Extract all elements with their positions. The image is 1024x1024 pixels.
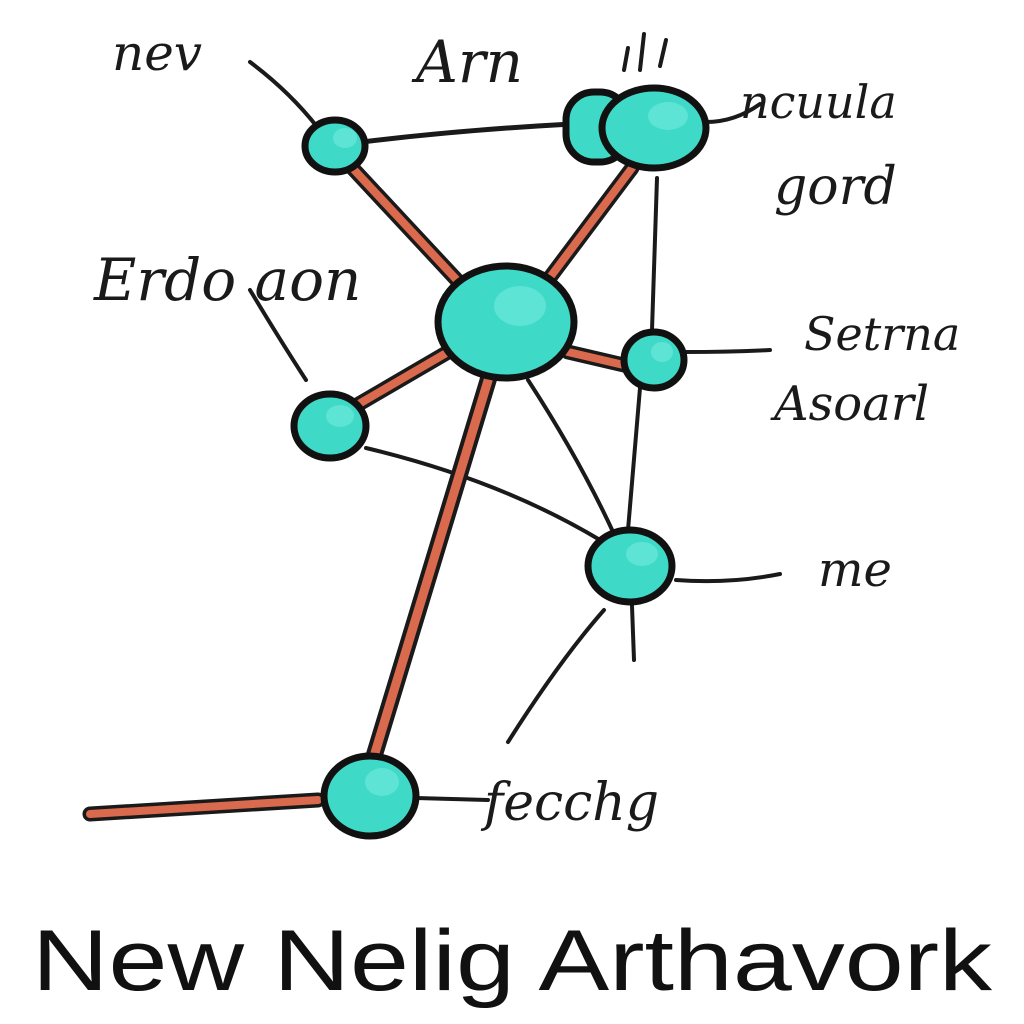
edge-lowright-bottomlabel bbox=[506, 608, 606, 744]
edge-lowright-label bbox=[674, 572, 782, 584]
node-bottom bbox=[320, 752, 420, 840]
label-right-3: me bbox=[818, 542, 892, 598]
scribble-mark-2 bbox=[638, 32, 646, 72]
node-lower-right bbox=[584, 526, 676, 606]
label-top-left: nev bbox=[112, 24, 202, 82]
edge-strong-topleft-center bbox=[341, 156, 472, 296]
strong-edges bbox=[82, 152, 640, 822]
node-right bbox=[620, 328, 688, 392]
edge-strong-center-left bbox=[348, 348, 452, 412]
edge-label-ncuula-leader bbox=[704, 102, 762, 124]
edge-strong-bottom-left bbox=[86, 796, 322, 818]
scribble-marks bbox=[622, 32, 668, 72]
edge-strong-center-right bbox=[564, 348, 632, 370]
label-top-right-1: ncuula bbox=[740, 75, 897, 129]
edge-bottom-label bbox=[414, 796, 490, 802]
edge-strong-topright-center bbox=[544, 164, 636, 284]
edge-left-lowright bbox=[364, 446, 602, 542]
node-top-left bbox=[301, 116, 369, 176]
scribble-mark-3 bbox=[658, 38, 668, 68]
label-left: Erdo aon bbox=[93, 246, 361, 314]
edge-label-erdo-leader bbox=[248, 288, 308, 382]
nodes bbox=[290, 84, 710, 840]
node-left bbox=[290, 390, 370, 462]
page-title: New Nelig Arthavork bbox=[32, 913, 993, 1009]
label-right-2: Asoarl bbox=[770, 376, 929, 432]
edge-lowright-tick bbox=[630, 604, 636, 662]
thin-edges bbox=[248, 60, 782, 802]
node-top-right bbox=[598, 84, 710, 172]
edge-topleft-topright bbox=[359, 121, 575, 145]
label-right-1: Setrna bbox=[804, 307, 960, 361]
label-bottom: fecchg bbox=[480, 773, 659, 833]
scribble-mark-1 bbox=[622, 46, 630, 72]
edge-topright-down bbox=[650, 176, 659, 332]
edge-rightnode-down bbox=[626, 386, 642, 532]
edge-label-nev-leader bbox=[248, 60, 320, 130]
label-top-right-2: gord bbox=[774, 157, 897, 217]
node-center bbox=[434, 262, 578, 382]
edge-rightnode-label bbox=[682, 348, 772, 354]
labels: nev Arn ncuula gord Erdo aon Setrna Asoa… bbox=[93, 24, 960, 833]
label-top-center: Arn bbox=[411, 28, 523, 96]
edge-center-lowright bbox=[526, 378, 616, 536]
edge-strong-center-bottom bbox=[363, 369, 495, 781]
